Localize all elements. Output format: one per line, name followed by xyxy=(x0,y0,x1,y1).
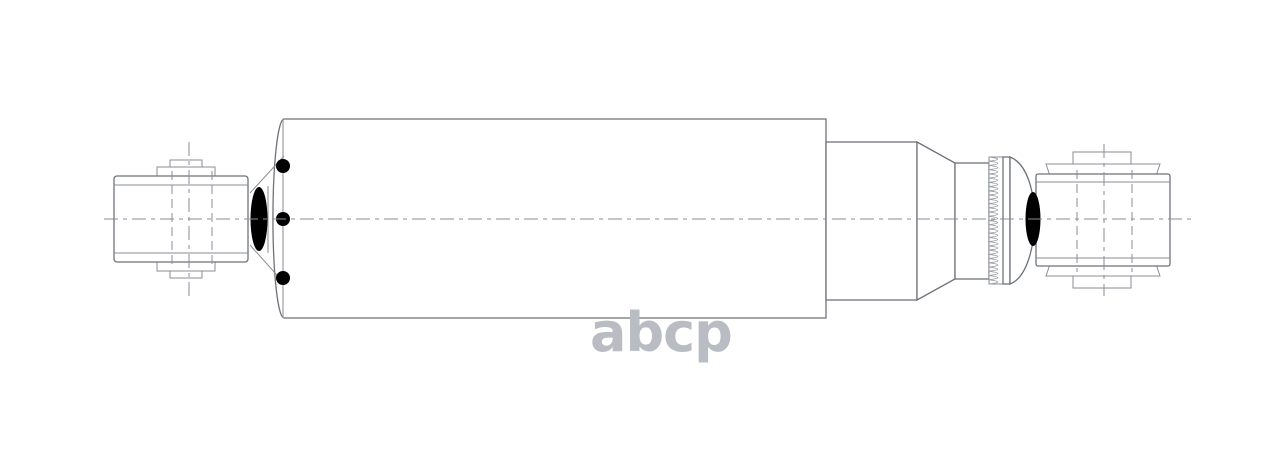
knurl-rows xyxy=(988,156,999,285)
left-seal-ellipse xyxy=(250,187,268,251)
mount-dot-bottom xyxy=(276,271,290,285)
main-cylinder-body xyxy=(272,118,827,319)
knurled-band xyxy=(988,156,1011,285)
taper-cone-section xyxy=(916,140,956,302)
mount-dot-top xyxy=(276,159,290,173)
straight-collar xyxy=(954,162,990,280)
watermark-text: abcp xyxy=(590,301,733,364)
right-eye-bushing xyxy=(1035,144,1171,296)
reduced-cylinder-section xyxy=(825,141,918,301)
